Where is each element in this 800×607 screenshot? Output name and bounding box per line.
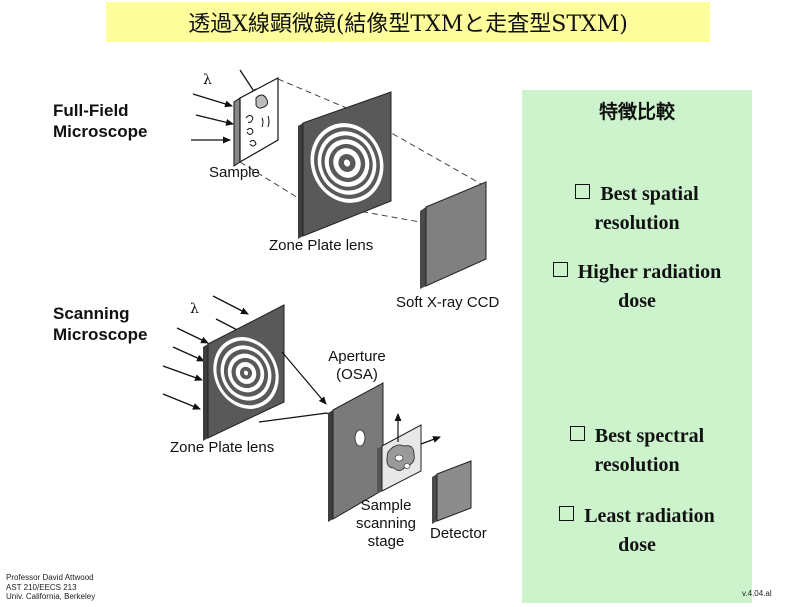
- xray-arrow: [162, 393, 201, 410]
- xray-arrow: [195, 114, 234, 126]
- wavelength-symbol: λ: [190, 301, 199, 317]
- credit-footer: Professor David Attwood AST 210/EECS 213…: [6, 573, 96, 601]
- comparison-item: Higher radiation dose: [522, 258, 752, 316]
- checkbox-icon: [552, 262, 568, 277]
- scanning-heading: Scanning Microscope: [53, 304, 148, 344]
- version-label: v.4.04.al: [742, 589, 772, 598]
- stxm-detector: [432, 460, 472, 524]
- comparison-item: Best spatial resolution: [522, 180, 752, 238]
- comparison-title: 特徴比較: [598, 101, 675, 123]
- full-field-zone-plate-label: Zone Plate lens: [269, 237, 374, 254]
- detector-label: Detector: [430, 525, 487, 542]
- checkbox-icon: [569, 426, 585, 441]
- xray-arrow: [212, 295, 249, 315]
- slide-title: 透過X線顕微鏡(結像型TXMと走査型STXM): [106, 2, 710, 42]
- full-field-heading: Full-Field Microscope: [53, 101, 148, 141]
- ccd-detector: [420, 181, 487, 289]
- xray-arrow: [172, 346, 205, 362]
- comparison-item: Least radiation dose: [522, 502, 752, 560]
- checkbox-icon: [575, 184, 591, 199]
- full-field-diagram: [191, 69, 487, 289]
- xray-arrow: [162, 365, 203, 381]
- scanning-sample: [377, 413, 441, 494]
- sample-label: Sample: [209, 164, 260, 181]
- aperture-osa: [328, 382, 384, 522]
- comparison-panel: 特徴比較 Best spatial resolution Higher radi…: [522, 90, 752, 603]
- ccd-label: Soft X-ray CCD: [396, 294, 500, 311]
- xray-arrow: [176, 327, 209, 344]
- comparison-item: Best spectral resolution: [522, 422, 752, 480]
- scanning-zone-plate: [203, 304, 285, 441]
- sample-stage-label: Sample scanning stage: [355, 497, 417, 550]
- wavelength-symbol: λ: [203, 72, 212, 88]
- aperture-label: Aperture (OSA): [328, 348, 386, 383]
- xray-arrow: [192, 93, 233, 108]
- checkbox-icon: [559, 506, 575, 521]
- sample-plate: [233, 77, 279, 167]
- scanning-zone-plate-label: Zone Plate lens: [170, 439, 275, 456]
- scanning-diagram: [162, 295, 472, 524]
- full-field-zone-plate: [298, 91, 392, 239]
